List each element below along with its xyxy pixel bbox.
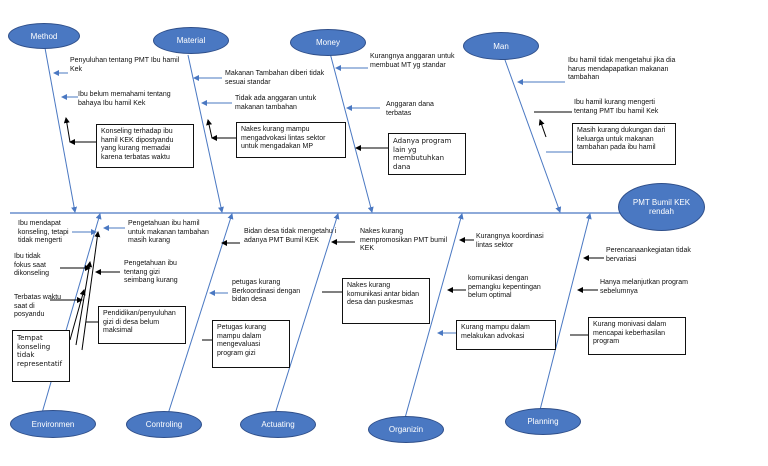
cause-text: Ibu belum memahami tentang bahaya Ibu ha… (78, 91, 171, 107)
cause-text: Perencanaankegiatan tidak bervariasi (606, 247, 691, 263)
category-label: Material (176, 36, 206, 45)
cause-text: Terbatas waktu saat di posyandu (14, 294, 62, 318)
category-label: Planning (527, 417, 559, 426)
cause-text: Makanan Tambahan diberi tidak sesuai sta… (225, 70, 325, 86)
cause-box: Tempat konseling tidak representatif (12, 330, 70, 382)
category-label: Actuating (261, 420, 295, 429)
cause-text: Pengetahuan ibu tentang gizi seimbang ku… (124, 260, 178, 284)
cause-text: Ibu hamil kurang mengerti tentang PMT Ib… (574, 99, 659, 115)
cause-text: Pengetahuan ibu hamil untuk makanan tamb… (128, 220, 209, 244)
category-material: Material (153, 27, 229, 54)
cause-box: Nakes kurang mampu mengadvokasi lintas s… (236, 122, 346, 158)
bone-controlling (167, 213, 234, 415)
cause-text: Kurangnya anggaran untuk membuat MT yg s… (370, 53, 455, 69)
category-method: Method (8, 23, 80, 49)
category-label: Method (30, 31, 58, 41)
cause-text: Tidak ada anggaran untuk makanan tambaha… (235, 95, 317, 111)
bone-money (329, 52, 374, 213)
category-organizing: Organizin (368, 416, 444, 443)
bone-organizing (404, 213, 464, 419)
category-label: Man (493, 41, 509, 51)
category-label: Controling (145, 420, 183, 429)
effect-label: PMT Bumil KEK rendah (632, 198, 691, 216)
cause-text: Bidan desa tidak mengetahu i adanya PMT … (244, 228, 337, 244)
bone-method (44, 47, 78, 213)
cause-text: Kurangnya koordinasi lintas sektor (476, 233, 544, 249)
cause-text: Nakes kurang mempromosikan PMT bumil KEK (360, 228, 448, 252)
cause-box: Nakes kurang komunikasi antar bidan desa… (342, 278, 430, 324)
category-planning: Planning (505, 408, 581, 435)
category-actuating: Actuating (240, 411, 316, 438)
cause-text: Ibu mendapat konseling, tetapi tidak men… (18, 220, 69, 244)
category-label: Money (315, 38, 340, 47)
cause-text: Ibu tidak fokus saat dikonseling (14, 253, 50, 277)
bone-material (187, 54, 224, 213)
cause-text: komunikasi dengan pemangku kepentingan b… (468, 275, 541, 299)
category-man: Man (463, 32, 539, 60)
bone-actuating (274, 213, 340, 415)
category-label: Organizin (388, 425, 424, 434)
category-environment: Environmen (10, 410, 96, 438)
cause-text: Anggaran dana terbatas (386, 101, 434, 117)
cause-text: Hanya melanjutkan program sebelumnya (600, 279, 688, 295)
cause-text: petugas kurang Berkoordinasi dengan bida… (232, 279, 301, 303)
effect-head: PMT Bumil KEK rendah (618, 183, 705, 231)
category-money: Money (290, 29, 366, 56)
category-label: Environmen (31, 419, 75, 429)
cause-box: Petugas kurang mampu dalam mengevaluasi … (212, 320, 290, 368)
category-controlling: Controling (126, 411, 202, 438)
cause-box: Adanya program lain yg membutuhkan dana (388, 133, 466, 175)
cause-text: Penyuluhan tentang PMT Ibu hamil Kek (70, 57, 180, 73)
cause-box: Kurang monivasi dalam mencapai keberhasi… (588, 317, 686, 355)
cause-box: Pendidikan/penyuluhan gizi di desa belum… (98, 306, 186, 344)
cause-text: Ibu hamil tidak mengetahui jika dia haru… (568, 57, 676, 81)
cause-box: Konseling terhadap ibu hamil KEK diposty… (96, 124, 194, 168)
bone-man (504, 59, 562, 213)
bone-planning (539, 213, 592, 411)
cause-box: Masih kurang dukungan dari keluarga untu… (572, 123, 676, 165)
cause-box: Kurang mampu dalam melakukan advokasi (456, 320, 556, 350)
